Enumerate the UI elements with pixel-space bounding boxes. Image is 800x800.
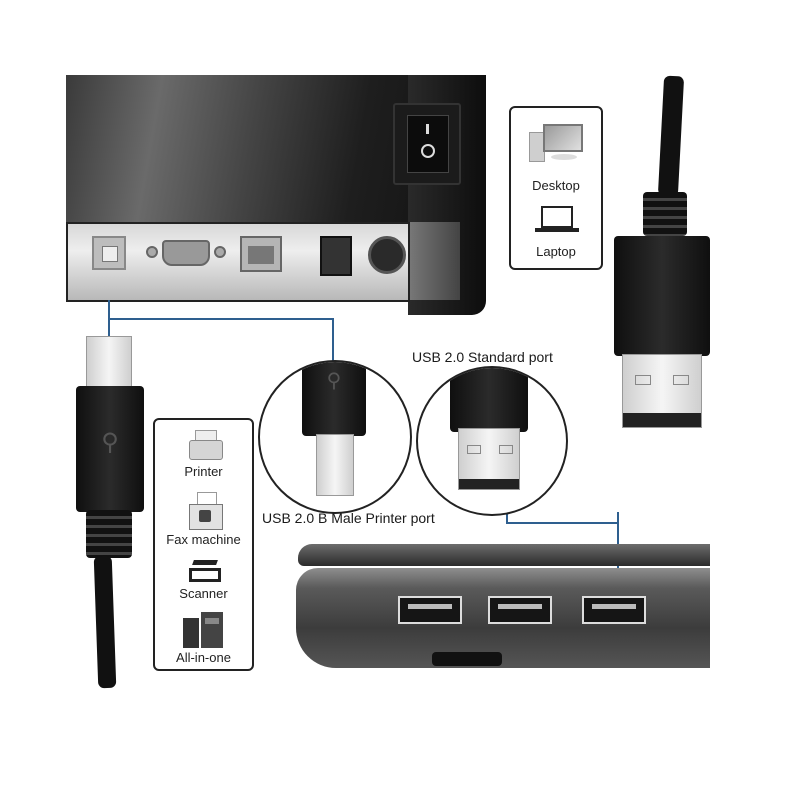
- desktop-label: Desktop: [532, 178, 580, 193]
- screw-icon: [214, 246, 226, 258]
- connector-line: [332, 318, 334, 366]
- cable: [93, 555, 117, 689]
- usb-b-strain-relief: [86, 510, 132, 558]
- power-din-port: [368, 236, 406, 274]
- power-switch: [393, 103, 461, 185]
- laptop-usb-port: [488, 596, 552, 624]
- fax-machine-label: Fax machine: [166, 532, 241, 547]
- laptop-icon: [535, 206, 579, 236]
- scanner-icon: [187, 560, 223, 584]
- laptop-usb-port: [398, 596, 462, 624]
- all-in-one-icon: [183, 612, 225, 648]
- connector-line: [506, 522, 618, 524]
- desktop-icon: [529, 124, 585, 164]
- usb-b-callout-circle: ⚲: [258, 360, 412, 514]
- usb-a-plug-housing: [614, 236, 710, 356]
- power-off-mark-icon: [421, 144, 435, 158]
- usb-b-plug-housing: ⚲: [302, 362, 366, 436]
- laptop-base: [296, 568, 710, 668]
- usb-b-plug-metal: [316, 434, 354, 496]
- printer-label: Printer: [184, 464, 223, 479]
- host-devices-panel: Desktop Laptop: [509, 106, 603, 270]
- usb-a-strain-relief: [643, 192, 687, 236]
- ethernet-port: [240, 236, 282, 272]
- printer-rear-notch: [410, 222, 460, 300]
- screw-icon: [146, 246, 158, 258]
- usb-trident-icon: ⚲: [326, 370, 342, 392]
- laptop-foot: [432, 652, 502, 666]
- usb-b-plug-housing: ⚲: [76, 386, 144, 512]
- usb-b-port: [92, 236, 126, 270]
- rj11-port: [320, 236, 352, 276]
- serial-db9-port: [146, 240, 226, 266]
- usb-b-caption: USB 2.0 B Male Printer port: [262, 510, 435, 526]
- printer-devices-panel: Printer Fax machine Scanner All-in-one: [153, 418, 254, 671]
- usb-a-plug-housing: [450, 368, 528, 432]
- cable: [657, 75, 685, 197]
- laptop-label: Laptop: [536, 244, 576, 259]
- usb-a-caption: USB 2.0 Standard port: [412, 349, 553, 365]
- fax-machine-icon: [189, 492, 223, 530]
- printer-rear-panel: [66, 222, 410, 302]
- usb-a-callout-circle: [416, 366, 568, 516]
- laptop-lid: [298, 544, 710, 566]
- scanner-label: Scanner: [179, 586, 228, 601]
- usb-trident-icon: ⚲: [101, 429, 119, 456]
- connector-line: [108, 318, 334, 320]
- usb-a-plug-metal: [622, 354, 702, 428]
- all-in-one-label: All-in-one: [176, 650, 231, 665]
- power-rocker: [407, 115, 449, 173]
- laptop-usb-port: [582, 596, 646, 624]
- connector-line: [506, 508, 508, 524]
- printer-icon: [189, 430, 223, 462]
- db9-shell: [162, 240, 210, 266]
- usb-a-plug-metal: [458, 428, 520, 490]
- power-on-mark-icon: [426, 124, 429, 134]
